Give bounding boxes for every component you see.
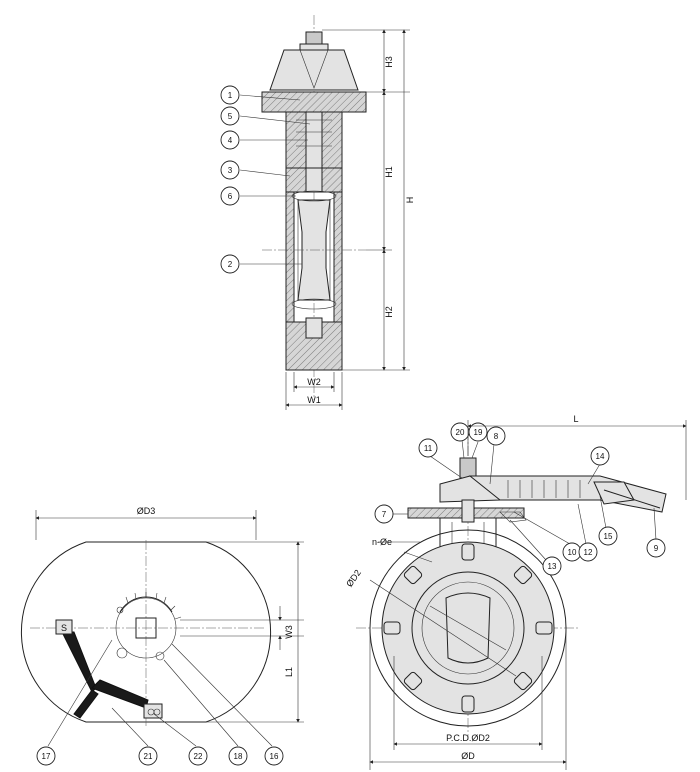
- balloon-20: 20: [450, 422, 470, 442]
- svg-text:13: 13: [548, 562, 557, 571]
- dim-h3: H3: [384, 56, 394, 68]
- balloon-1: 1: [220, 85, 240, 105]
- svg-text:19: 19: [474, 428, 483, 437]
- dim-h2: H2: [384, 306, 394, 318]
- dim-d2: ØD2: [344, 568, 363, 589]
- svg-text:6: 6: [228, 192, 233, 201]
- svg-text:12: 12: [584, 548, 593, 557]
- valve-front-view: [356, 430, 667, 740]
- dim-ne: n-Øe: [372, 537, 392, 547]
- balloon-9: 9: [646, 538, 666, 558]
- valve-front-dimensions: [369, 420, 687, 770]
- dim-w2: W2: [307, 377, 321, 387]
- gear-plate-dimensions: [35, 510, 304, 723]
- section-dimensions: [285, 29, 410, 410]
- balloon-17: 17: [36, 746, 56, 766]
- balloon-13: 13: [542, 556, 562, 576]
- svg-text:2: 2: [228, 260, 233, 269]
- svg-text:5: 5: [228, 112, 233, 121]
- balloon-22: 22: [188, 746, 208, 766]
- dim-h: H: [405, 197, 415, 204]
- dim-d: ØD: [461, 751, 475, 761]
- svg-text:15: 15: [604, 532, 613, 541]
- balloon-4: 4: [220, 130, 240, 150]
- svg-text:21: 21: [144, 752, 153, 761]
- svg-text:11: 11: [424, 444, 433, 453]
- balloon-7: 7: [374, 504, 394, 524]
- svg-text:18: 18: [234, 752, 243, 761]
- gear-plate-view: [20, 540, 273, 747]
- balloon-5: 5: [220, 106, 240, 126]
- svg-text:8: 8: [494, 432, 499, 441]
- dim-pcd: P.C.D.ØD2: [446, 733, 490, 743]
- svg-text:9: 9: [654, 544, 659, 553]
- svg-text:16: 16: [270, 752, 279, 761]
- balloon-14: 14: [590, 446, 610, 466]
- balloon-8: 8: [486, 426, 506, 446]
- balloon-21: 21: [138, 746, 158, 766]
- svg-text:22: 22: [194, 752, 203, 761]
- svg-text:14: 14: [596, 452, 605, 461]
- svg-text:10: 10: [568, 548, 577, 557]
- dim-d3: ØD3: [137, 506, 156, 516]
- balloon-6: 6: [220, 186, 240, 206]
- section-view: [239, 15, 367, 400]
- svg-text:3: 3: [228, 166, 233, 175]
- balloon-2: 2: [220, 254, 240, 274]
- svg-text:20: 20: [456, 428, 465, 437]
- svg-text:4: 4: [228, 136, 233, 145]
- gear-mark: S: [61, 623, 67, 633]
- svg-text:7: 7: [382, 510, 387, 519]
- balloon-11: 11: [418, 438, 438, 458]
- balloon-16: 16: [264, 746, 284, 766]
- dim-h1: H1: [384, 166, 394, 178]
- svg-text:17: 17: [42, 752, 51, 761]
- balloon-3: 3: [220, 160, 240, 180]
- balloon-15: 15: [598, 526, 618, 546]
- balloon-18: 18: [228, 746, 248, 766]
- dim-w3: W3: [284, 625, 294, 639]
- dim-l: L: [573, 414, 578, 424]
- balloon-12: 12: [578, 542, 598, 562]
- dim-w1: W1: [307, 395, 321, 405]
- dim-l1: L1: [284, 667, 294, 677]
- svg-text:1: 1: [228, 91, 233, 100]
- balloon-10: 10: [562, 542, 582, 562]
